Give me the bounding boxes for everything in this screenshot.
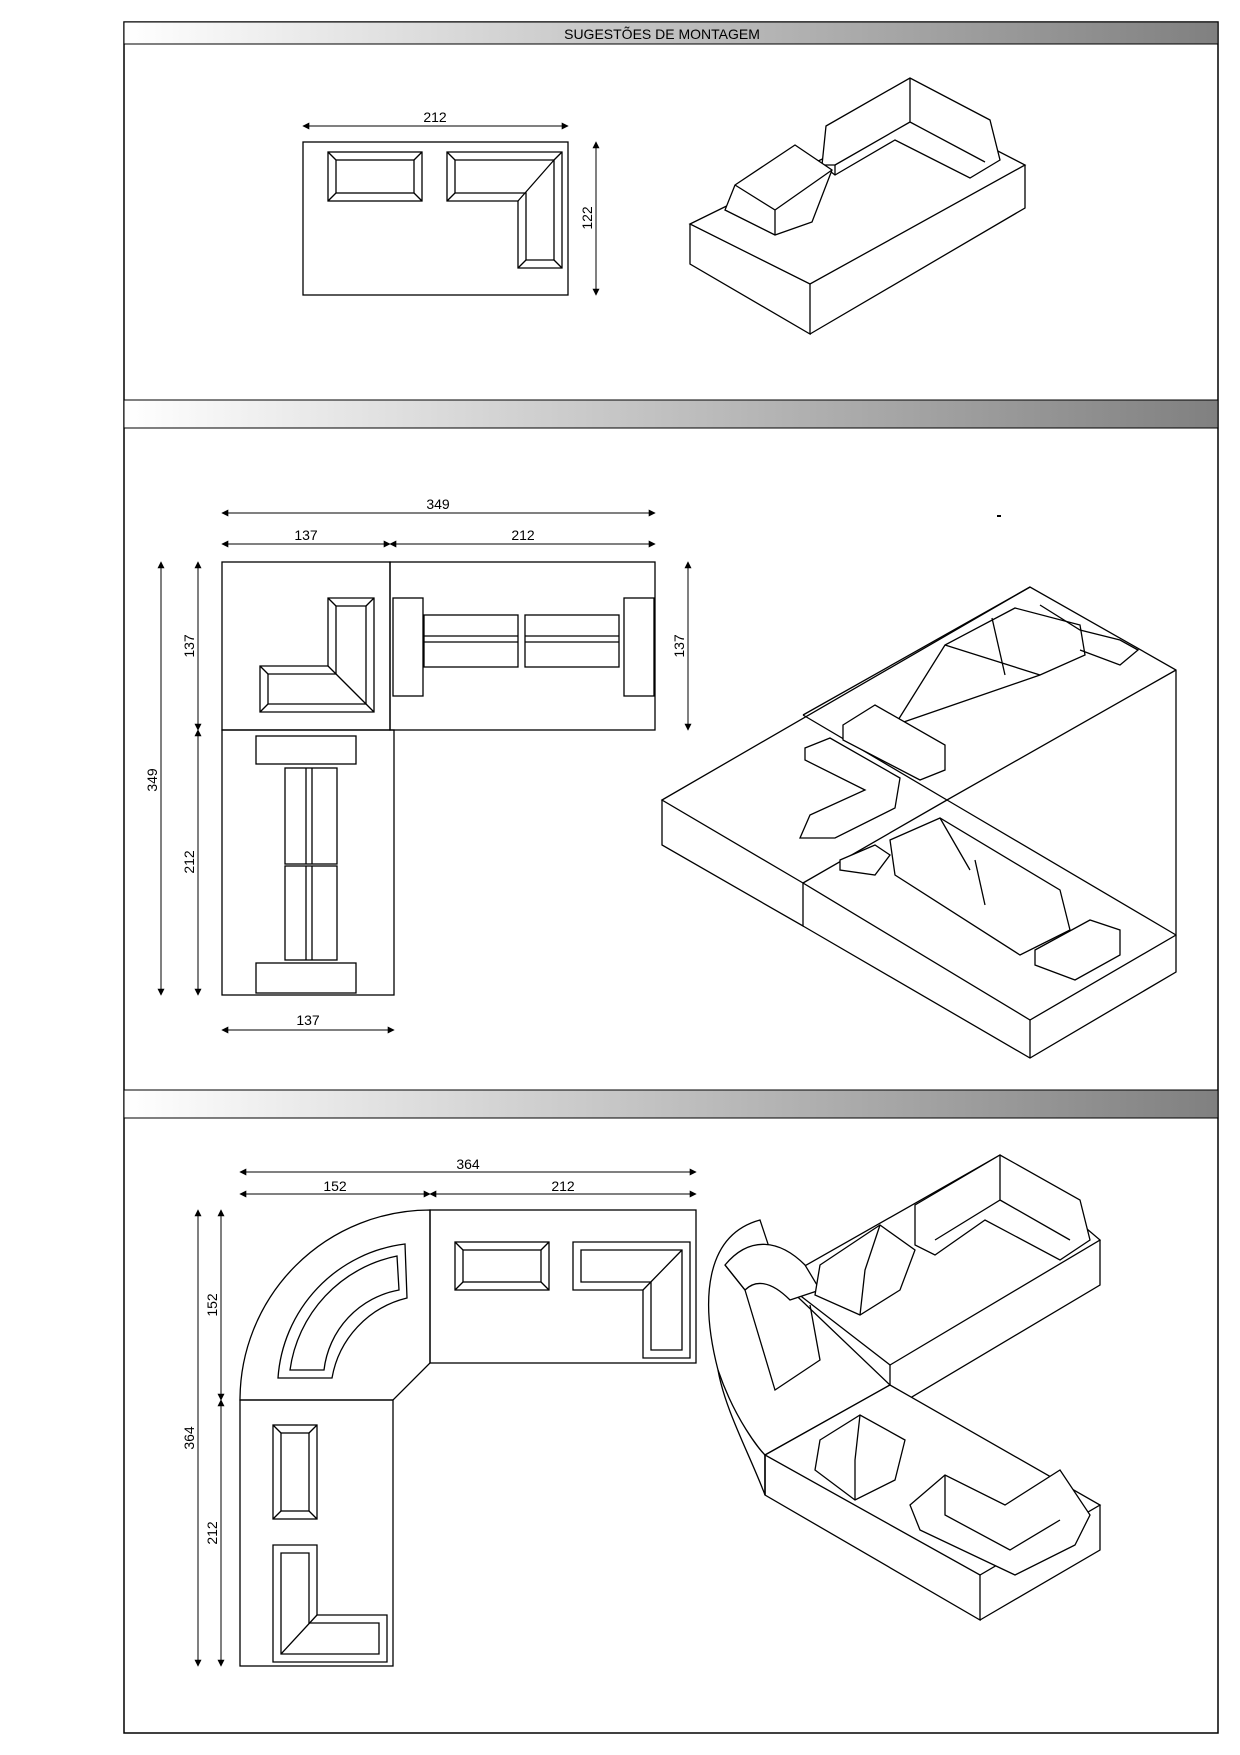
section2-dim-right: 212 — [511, 527, 535, 543]
section2-dim-side-total: 349 — [144, 768, 160, 792]
section2-dim-total: 349 — [426, 496, 450, 512]
section2-header — [123, 399, 1219, 429]
section1-dim-height: 122 — [579, 206, 595, 230]
section3-dim-side-bottom: 212 — [204, 1521, 220, 1545]
section3-dim-right: 212 — [551, 1178, 575, 1194]
section2-plan — [221, 561, 656, 996]
section2-dim-right-height: 137 — [671, 634, 687, 658]
section3-header — [123, 1089, 1219, 1119]
section3-dim-total: 364 — [456, 1156, 480, 1172]
section2-dim-side-top: 137 — [181, 634, 197, 658]
section1-plan — [302, 141, 569, 296]
section3-dim-side-top: 152 — [204, 1293, 220, 1317]
section2-dim-bottom: 137 — [296, 1012, 320, 1028]
section2-dimensions — [157, 509, 692, 1034]
section3-dim-left: 152 — [323, 1178, 347, 1194]
section3-dimensions — [194, 1168, 697, 1667]
section3-plan — [239, 1209, 697, 1667]
section1-dimensions — [302, 122, 600, 296]
section2-dim-left: 137 — [294, 527, 318, 543]
section2-iso — [660, 586, 1177, 1059]
sheet-title: SUGESTÕES DE MONTAGEM — [564, 26, 760, 42]
section3-dim-side-total: 364 — [181, 1426, 197, 1450]
section3-iso — [708, 1154, 1102, 1622]
section1-header — [123, 21, 1219, 45]
section1-dim-width: 212 — [423, 109, 447, 125]
section1-iso — [688, 77, 1027, 336]
section2-dim-side-bottom: 212 — [181, 850, 197, 874]
